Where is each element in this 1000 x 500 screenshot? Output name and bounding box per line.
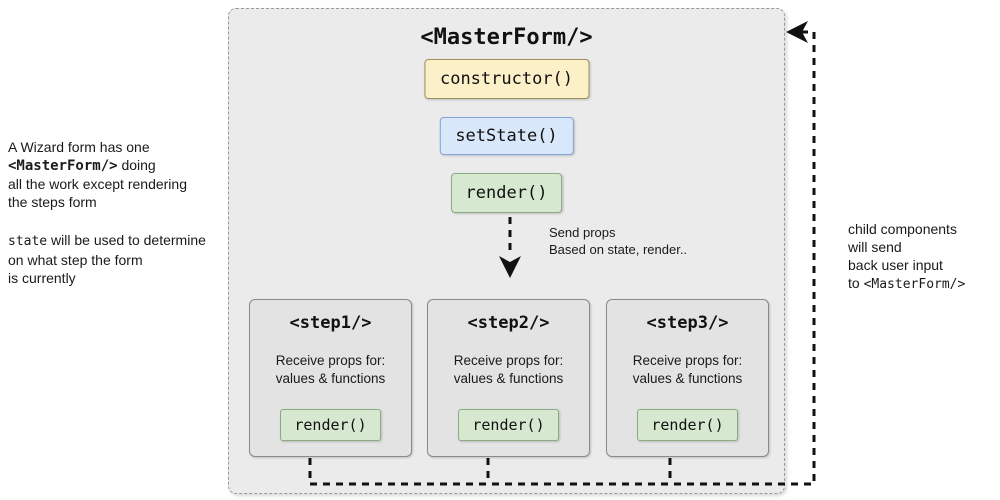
left-annotation-line: A Wizard form has one [8, 139, 150, 155]
left-annotation-line: the steps form [8, 194, 97, 210]
step2-title: <step2/> [467, 313, 550, 333]
spacer [8, 211, 232, 231]
step3-desc-line: Receive props for: [632, 353, 743, 368]
masterform-title: <MasterForm/> [420, 25, 593, 50]
send-props-line: Based on state, render.. [549, 242, 688, 257]
step1-card: <step1/> Receive props for: values & fun… [249, 299, 412, 457]
step1-render-box: render() [280, 409, 381, 441]
inline-code: <MasterForm/> [8, 158, 118, 174]
left-annotation-text: will be used to determine [47, 232, 206, 248]
step1-desc-line: Receive props for: [275, 353, 386, 368]
send-props-label: Send props Based on state, render.. [549, 224, 687, 258]
right-annotation: child components will send back user inp… [848, 220, 1000, 294]
step1-description: Receive props for: values & functions [250, 352, 411, 388]
right-annotation-line: child components [848, 221, 957, 237]
inline-code: state [8, 234, 48, 249]
right-annotation-line: to <MasterForm/> [848, 274, 1000, 294]
constructor-box: constructor() [423, 59, 590, 99]
left-annotation-line: on what step the form [8, 252, 143, 268]
step2-desc-line: values & functions [453, 371, 564, 386]
left-annotation-line: is currently [8, 270, 76, 286]
left-annotation-line: <MasterForm/> doing [8, 156, 232, 175]
step1-desc-line: values & functions [275, 371, 386, 386]
step2-card: <step2/> Receive props for: values & fun… [427, 299, 590, 457]
right-annotation-text: to [848, 275, 864, 291]
left-annotation-line: all the work except rendering [8, 176, 187, 192]
left-annotation-text: doing [117, 157, 156, 173]
step3-card: <step3/> Receive props for: values & fun… [606, 299, 769, 457]
left-arrowhead-icon [786, 21, 808, 43]
step3-description: Receive props for: values & functions [607, 352, 768, 388]
step3-title: <step3/> [646, 313, 729, 333]
right-annotation-line: will send [848, 239, 902, 255]
masterform-container: <MasterForm/> constructor() setState() r… [228, 8, 785, 494]
step2-render-box: render() [458, 409, 559, 441]
send-props-line: Send props [549, 225, 616, 240]
left-annotation: A Wizard form has one <MasterForm/> doin… [8, 138, 232, 287]
inline-code: <MasterForm/> [863, 277, 966, 292]
step3-desc-line: values & functions [632, 371, 743, 386]
step1-title: <step1/> [289, 313, 372, 333]
right-annotation-line: back user input [848, 257, 943, 273]
step2-description: Receive props for: values & functions [428, 352, 589, 388]
render-box: render() [450, 173, 563, 213]
step3-render-box: render() [637, 409, 738, 441]
step2-desc-line: Receive props for: [453, 353, 564, 368]
setstate-box: setState() [439, 117, 574, 155]
left-annotation-line: state will be used to determine [8, 231, 232, 251]
